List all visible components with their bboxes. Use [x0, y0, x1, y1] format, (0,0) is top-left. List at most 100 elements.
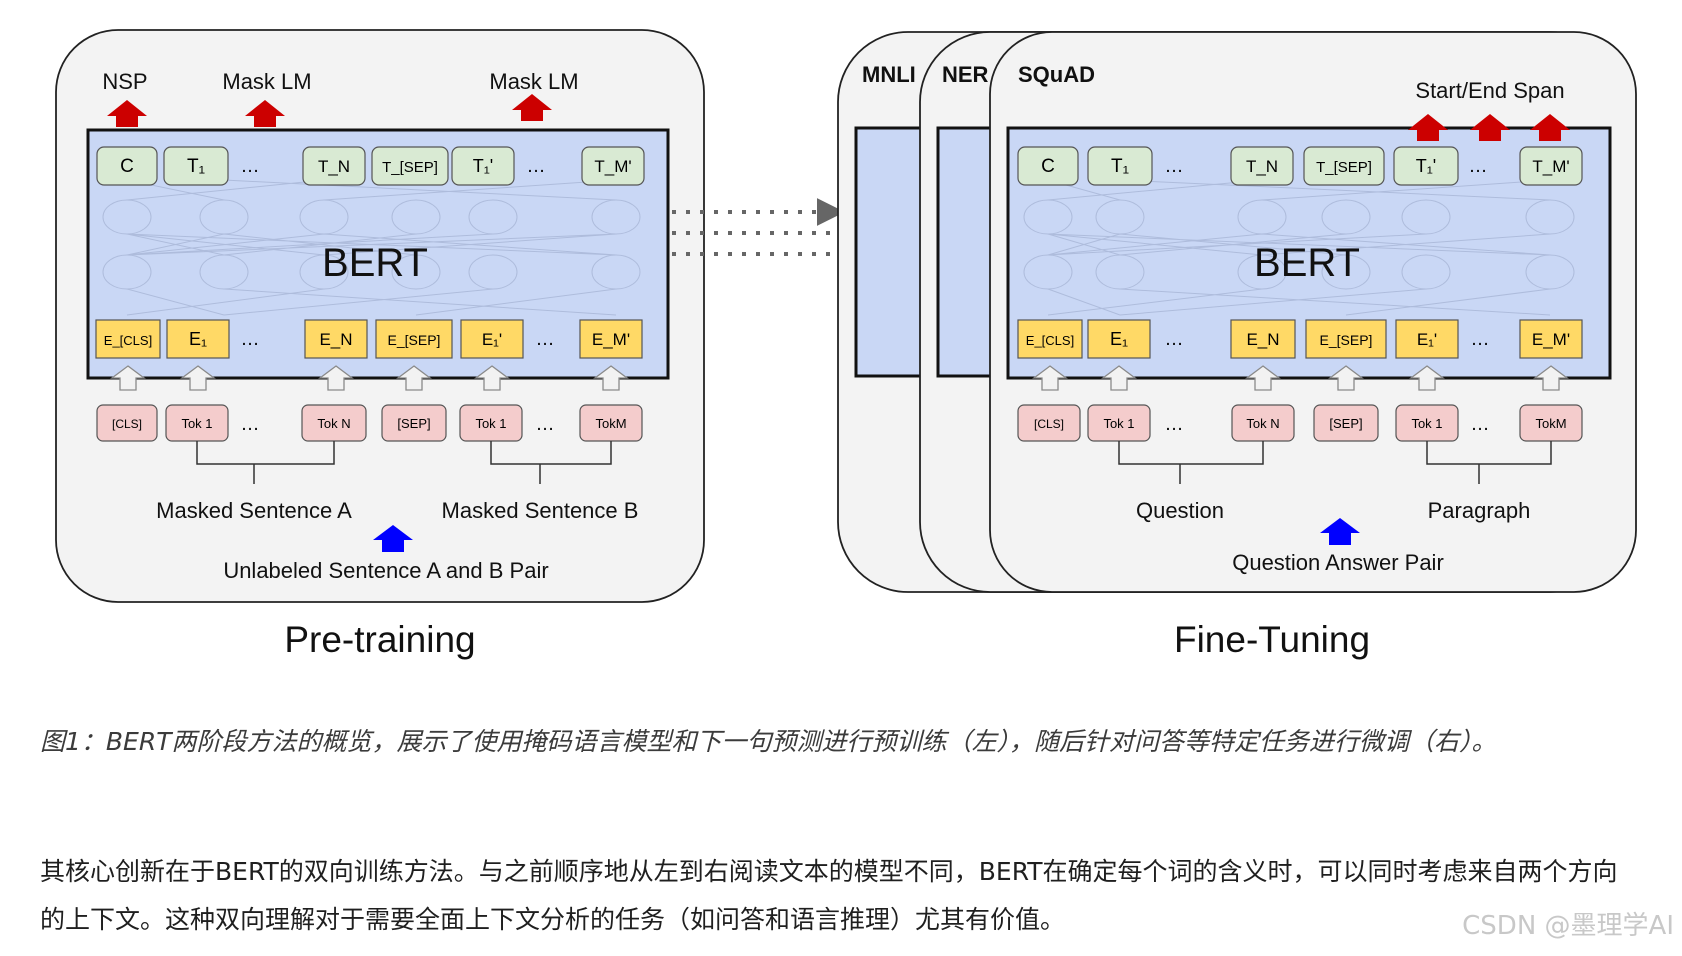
svg-text:E_[SEP]: E_[SEP]	[1320, 332, 1373, 348]
sentence-b-label: Masked Sentence B	[442, 498, 639, 523]
span-arrow-2	[1470, 114, 1510, 141]
pretraining-bert-label: BERT	[322, 241, 428, 285]
embedding-em-prime	[579, 319, 643, 359]
svg-text:E_N: E_N	[319, 330, 352, 349]
svg-text:TokM: TokM	[1535, 416, 1566, 431]
svg-text:TokM: TokM	[595, 416, 626, 431]
sentence-a-label: Masked Sentence A	[156, 498, 352, 523]
svg-text:…: …	[241, 156, 260, 177]
finetuning-input-arrows	[1032, 365, 1569, 391]
svg-text:T_M': T_M'	[594, 157, 631, 176]
svg-text:E₁: E₁	[189, 329, 207, 349]
span-arrow-3	[1530, 114, 1570, 141]
svg-text:E_M': E_M'	[1532, 330, 1570, 349]
svg-text:T₁: T₁	[187, 156, 205, 177]
bert-diagram: BERT NSP Mask LM Mask LM C T₁ … T_N T_[S…	[55, 29, 1637, 660]
output-t1-prime	[451, 146, 515, 186]
svg-text:E_N: E_N	[1246, 330, 1279, 349]
svg-text:T₁: T₁	[1111, 156, 1129, 177]
finetuning-output-row: C T₁ … T_N T_[SEP] T₁' … T_M'	[1017, 146, 1583, 186]
svg-text:…: …	[1469, 156, 1488, 177]
nsp-label: NSP	[102, 69, 147, 94]
finetuning-token-row: [CLS] Tok 1 … Tok N [SEP] Tok 1 … TokM	[1017, 404, 1583, 442]
embedding-sep	[375, 319, 453, 359]
qa-pair-arrow	[1320, 518, 1360, 545]
mnli-label: MNLI	[862, 62, 916, 87]
finetuning-embedding-row: E_[CLS] E₁ … E_N E_[SEP] E₁' … E_M'	[1017, 319, 1583, 359]
output-tsep	[371, 146, 449, 186]
finetuning-panel: SQuAD BERT Start/End Span C T₁ … T_N T_[…	[989, 31, 1637, 593]
svg-text:Tok N: Tok N	[1246, 416, 1279, 431]
finetuning-title: Fine-Tuning	[1174, 619, 1370, 660]
svg-text:C: C	[120, 156, 134, 177]
svg-text:E₁: E₁	[1110, 329, 1128, 349]
pretraining-title: Pre-training	[284, 619, 475, 660]
finetuning-bert-label: BERT	[1254, 241, 1360, 285]
svg-text:[CLS]: [CLS]	[112, 417, 142, 431]
sentence-a-bracket	[196, 441, 335, 484]
question-bracket	[1118, 441, 1264, 484]
output-t1	[163, 146, 229, 186]
paragraph-bracket	[1426, 441, 1552, 484]
embedding-en	[304, 319, 368, 359]
svg-text:Tok N: Tok N	[317, 416, 350, 431]
mask-lm-arrow-2	[512, 94, 552, 121]
squad-label: SQuAD	[1018, 62, 1095, 87]
svg-text:E_[CLS]: E_[CLS]	[104, 333, 152, 348]
output-c	[96, 146, 158, 186]
pair-arrow	[373, 525, 413, 552]
svg-text:T_M': T_M'	[1532, 157, 1569, 176]
svg-text:…: …	[536, 329, 555, 350]
qa-pair-label: Question Answer Pair	[1232, 550, 1444, 575]
pair-label: Unlabeled Sentence A and B Pair	[223, 558, 548, 583]
svg-text:Tok 1: Tok 1	[1103, 416, 1134, 431]
embedding-e1-prime	[460, 319, 524, 359]
svg-text:T_N: T_N	[318, 157, 350, 176]
nsp-arrow	[107, 100, 147, 127]
svg-text:T_N: T_N	[1246, 157, 1278, 176]
pretraining-token-row: [CLS] Tok 1 … Tok N [SEP] Tok 1 … TokM	[96, 404, 643, 442]
mask-lm-arrow-1	[245, 100, 285, 127]
mask-lm-label-2: Mask LM	[489, 69, 578, 94]
span-arrow-1	[1408, 114, 1448, 141]
output-tm-prime	[581, 146, 645, 186]
svg-text:C: C	[1041, 156, 1055, 177]
pretraining-embedding-row: E_[CLS] E₁ … E_N E_[SEP] E₁' … E_M'	[95, 319, 643, 359]
svg-text:…: …	[241, 414, 260, 435]
svg-text:E_[SEP]: E_[SEP]	[388, 332, 441, 348]
svg-text:T_[SEP]: T_[SEP]	[382, 159, 438, 176]
svg-text:T₁': T₁'	[473, 156, 494, 176]
svg-text:Tok 1: Tok 1	[181, 416, 212, 431]
svg-text:…: …	[241, 329, 260, 350]
svg-text:Tok 1: Tok 1	[475, 416, 506, 431]
ner-label: NER	[942, 62, 989, 87]
token-cls	[96, 404, 158, 442]
body-paragraph: 其核心创新在于BERT的双向训练方法。与之前顺序地从左到右阅读文本的模型不同，B…	[40, 857, 1618, 934]
paragraph-label: Paragraph	[1428, 498, 1531, 523]
svg-text:…: …	[1165, 329, 1184, 350]
output-tn	[302, 146, 366, 186]
watermark: CSDN @墨理学AI	[1462, 911, 1674, 941]
svg-text:Tok 1: Tok 1	[1411, 416, 1442, 431]
svg-text:T_[SEP]: T_[SEP]	[1316, 159, 1372, 176]
svg-text:E₁': E₁'	[482, 330, 502, 349]
embedding-cls	[95, 319, 161, 359]
svg-text:…: …	[1471, 414, 1490, 435]
svg-text:[SEP]: [SEP]	[397, 416, 430, 431]
svg-text:…: …	[536, 414, 555, 435]
svg-text:T₁': T₁'	[1416, 156, 1437, 176]
pretraining-input-arrows	[110, 365, 629, 391]
svg-text:E_M': E_M'	[592, 330, 630, 349]
token-sep	[381, 404, 447, 442]
sentence-b-bracket	[490, 441, 612, 484]
svg-text:E₁': E₁'	[1417, 330, 1437, 349]
span-label: Start/End Span	[1415, 78, 1564, 103]
svg-text:…: …	[1165, 156, 1184, 177]
svg-text:…: …	[1471, 329, 1490, 350]
embedding-e1	[166, 319, 230, 359]
question-label: Question	[1136, 498, 1224, 523]
pretraining-output-row: C T₁ … T_N T_[SEP] T₁' … T_M'	[96, 146, 645, 186]
svg-text:E_[CLS]: E_[CLS]	[1026, 333, 1074, 348]
pretraining-panel: BERT NSP Mask LM Mask LM C T₁ … T_N T_[S…	[55, 29, 705, 603]
svg-text:[CLS]: [CLS]	[1034, 417, 1064, 431]
